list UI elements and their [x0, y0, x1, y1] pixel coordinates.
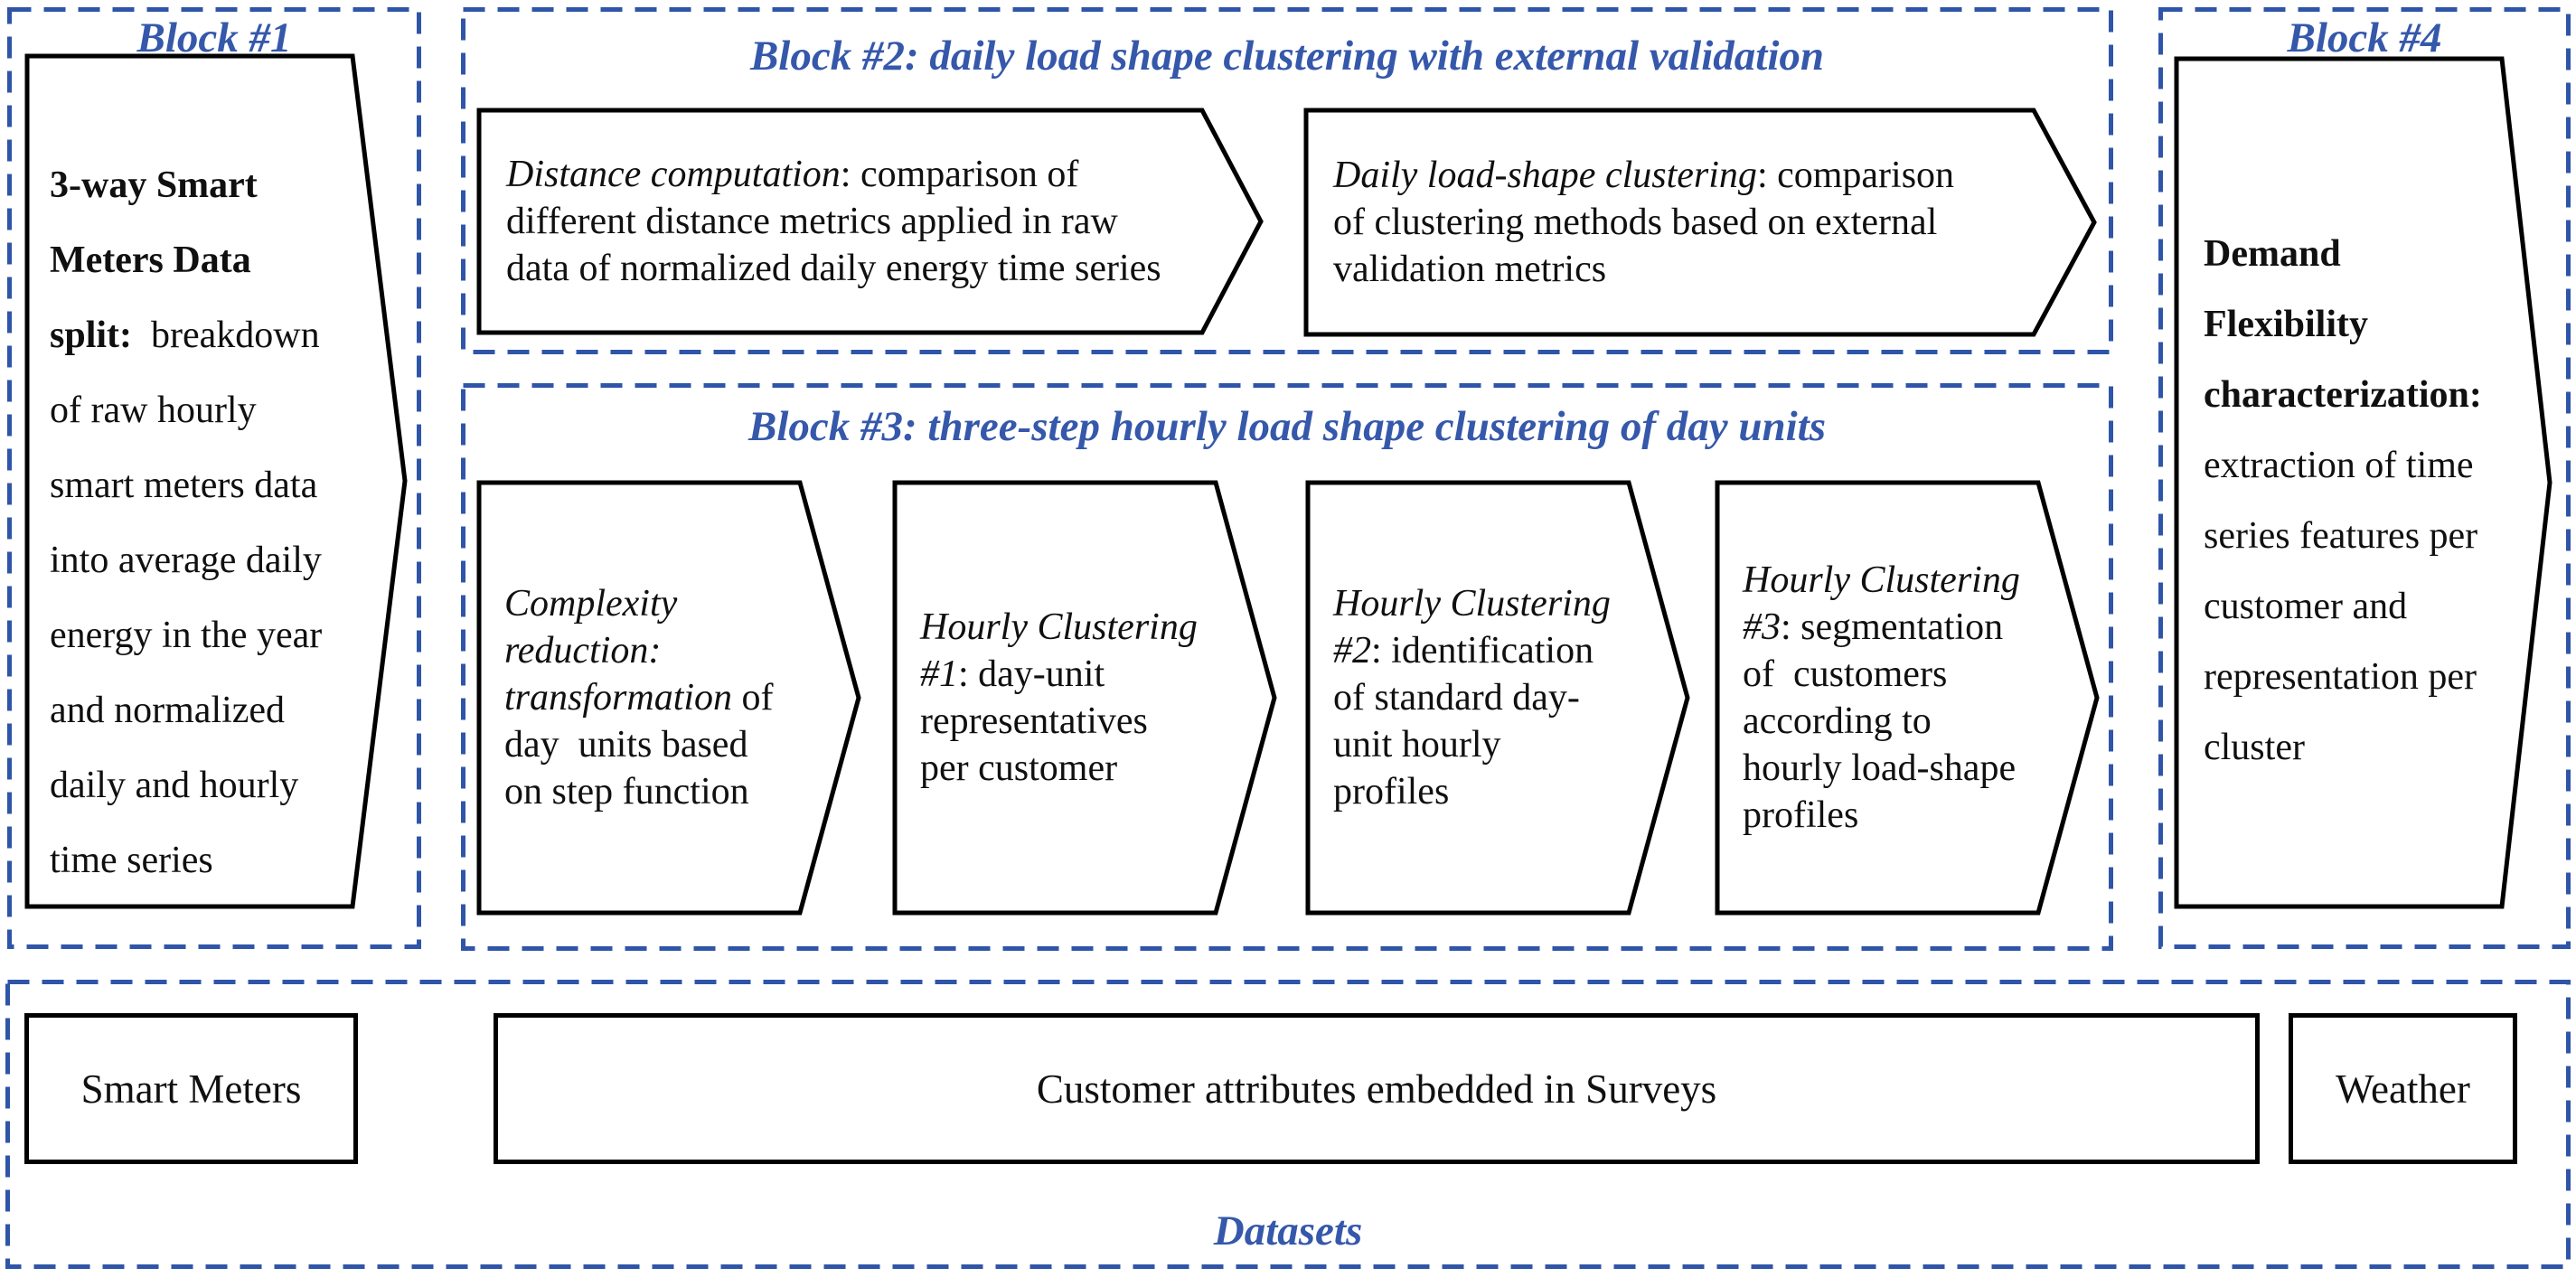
block3-step2-shape: Hourly Clustering #1: day-unit represent… [892, 480, 1277, 916]
dataset-box-customer-attributes: Customer attributes embedded in Surveys [494, 1013, 2260, 1164]
step-rest-text: breakdown of raw hourly smart meters dat… [50, 315, 323, 881]
chevron-arrow-outline [476, 480, 861, 916]
chevron-arrow-outline [476, 108, 1264, 335]
step-lead-text: Distance computation [506, 154, 841, 195]
datasets-container [5, 980, 2571, 1269]
block2-step1-text: Distance computation: comparison of diff… [479, 110, 1264, 333]
block2-title: Block #2: daily load shape clustering wi… [749, 33, 1825, 80]
datasets-dashed-border [5, 980, 2571, 1269]
block2-step1-shape: Distance computation: comparison of diff… [476, 108, 1264, 335]
datasets-title: Datasets [1213, 1207, 1363, 1254]
step-lead-text: Hourly Clustering #3 [1743, 559, 2020, 648]
step-rest-text: extraction of time series features per c… [2204, 445, 2478, 768]
block2-step2-shape: Daily load-shape clustering: comparison … [1303, 108, 2097, 337]
block3-title: Block #3: three-step hourly load shape c… [747, 403, 1827, 450]
block4-dashed-border [2158, 7, 2571, 949]
block3-step4-shape: Hourly Clustering #3: segmentation of cu… [1715, 480, 2100, 916]
chevron-arrow-outline [1303, 108, 2097, 337]
block3-dashed-border [461, 383, 2113, 951]
block1-title: Block #1 [136, 14, 292, 61]
block3-step1-text: Complexity reduction: transformation of … [479, 483, 860, 913]
block3-step4-text: Hourly Clustering #3: segmentation of cu… [1717, 483, 2099, 913]
dataset-label: Smart Meters [80, 1066, 302, 1112]
step-lead-text: 3-way Smart Meters Data split: [50, 164, 258, 356]
block4-step-shape: Demand Flexibility characterization: ext… [2174, 56, 2553, 909]
pentagon-arrow-outline [2174, 56, 2552, 909]
step-rest-text: : comparison of different distance metri… [506, 154, 1161, 289]
step-lead-text: Demand Flexibility characterization: [2204, 233, 2482, 416]
pentagon-arrow-outline [24, 53, 408, 909]
block3-step3-shape: Hourly Clustering #2: identification of … [1305, 480, 1690, 916]
block1-step-text: 3-way Smart Meters Data split: breakdown… [27, 56, 407, 907]
block3-step3-text: Hourly Clustering #2: identification of … [1308, 483, 1689, 913]
step-rest-text: : day-unit representatives per customer [920, 653, 1148, 789]
step-lead-text: Hourly Clustering #2 [1333, 583, 1611, 672]
chevron-arrow-outline [892, 480, 1277, 916]
step-lead-text: Complexity reduction: transformation [504, 583, 733, 719]
step-rest-text: : segmentation of customers according to… [1743, 606, 2017, 836]
chevron-arrow-outline [1715, 480, 2100, 916]
dataset-label: Customer attributes embedded in Surveys [1036, 1066, 1717, 1112]
block1-container [7, 7, 421, 949]
block1-step-shape: 3-way Smart Meters Data split: breakdown… [24, 53, 408, 909]
step-lead-text: Daily load-shape clustering [1333, 155, 1757, 196]
block4-container [2158, 7, 2571, 949]
block4-step-text: Demand Flexibility characterization: ext… [2176, 59, 2553, 907]
step-rest-text: : comparison of clustering methods based… [1333, 155, 1955, 290]
dataset-box-smart-meters: Smart Meters [24, 1013, 358, 1164]
dataset-label: Weather [2336, 1066, 2470, 1112]
dataset-box-weather: Weather [2289, 1013, 2517, 1164]
block3-step2-text: Hourly Clustering #1: day-unit represent… [895, 483, 1276, 913]
block3-container [461, 383, 2113, 951]
block3-step1-shape: Complexity reduction: transformation of … [476, 480, 861, 916]
step-rest-text: of day units based on step function [504, 677, 774, 813]
block1-dashed-border [7, 7, 421, 949]
step-rest-text: : identification of standard day- unit h… [1333, 630, 1594, 813]
block4-title: Block #4 [2287, 14, 2442, 61]
step-lead-text: Hourly Clustering #1 [920, 606, 1198, 695]
chevron-arrow-outline [1305, 480, 1690, 916]
block2-step2-text: Daily load-shape clustering: comparison … [1306, 110, 2097, 334]
